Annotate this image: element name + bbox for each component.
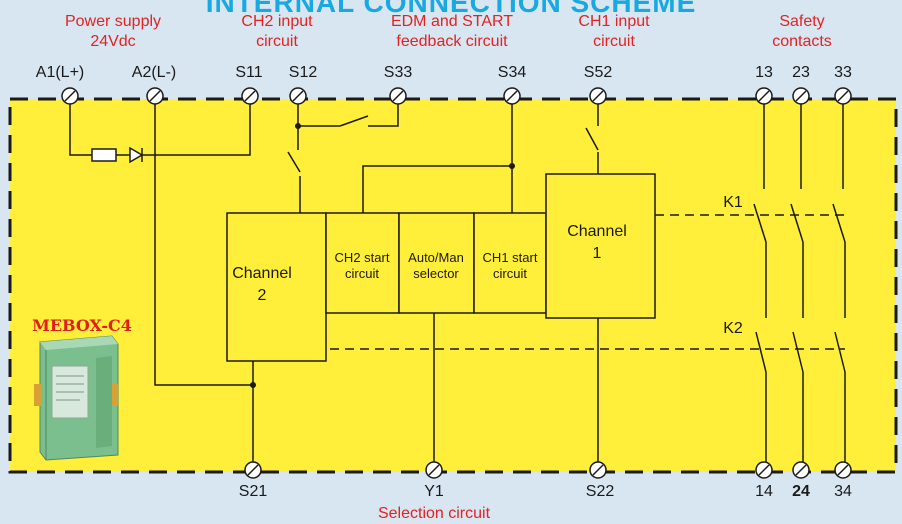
- top-terminal-screws: [61, 87, 852, 105]
- terminal-a2-label: A2(L-): [132, 64, 176, 81]
- banner-title: INTERNAL CONNECTION SCHEME: [206, 0, 697, 18]
- terminal-s52-label: S52: [584, 64, 613, 81]
- bottom-terminal-screws: [244, 461, 852, 479]
- circuit-blocks: Channel 2 CH2 start circuit Auto/Man sel…: [226, 173, 656, 362]
- terminal-23-label: 23: [792, 64, 810, 81]
- ch2-start-label-1: CH2 start: [335, 250, 390, 265]
- auto-man-label-2: selector: [413, 266, 459, 281]
- terminal-a1-label: A1(L+): [36, 64, 84, 81]
- power-label-1: Power supply: [65, 13, 161, 30]
- channel-1-block: [545, 173, 656, 319]
- ch2-start-label-2: circuit: [345, 266, 379, 281]
- terminal-s22-label: S22: [586, 483, 615, 500]
- terminal-s11-label: S11: [235, 64, 262, 81]
- terminal-13-label: 13: [755, 64, 773, 81]
- ch1-input-label-1: CH1 input: [578, 13, 650, 30]
- edm-label-2: feedback circuit: [396, 33, 508, 50]
- ch1-start-block: [473, 212, 547, 314]
- terminal-14-label: 14: [755, 483, 773, 500]
- terminal-s12-label: S12: [289, 64, 318, 81]
- terminal-24-label: 24: [792, 483, 810, 500]
- ch1-start-label-1: CH1 start: [483, 250, 538, 265]
- terminal-34-label: 34: [834, 483, 852, 500]
- channel-2-label-1: Channel: [232, 265, 292, 282]
- ch2-input-label-1: CH2 input: [241, 13, 313, 30]
- channel-1-label-1: Channel: [567, 223, 627, 240]
- top-group-labels: Power supply 24Vdc CH2 input circuit EDM…: [65, 13, 832, 50]
- terminal-33-label: 33: [834, 64, 852, 81]
- ch1-input-label-2: circuit: [593, 33, 635, 50]
- product-picture: [34, 335, 119, 461]
- product-label: MEBOX-C4: [32, 316, 132, 335]
- power-label-2: 24Vdc: [90, 33, 135, 50]
- relay-k2-label: K2: [723, 320, 743, 337]
- channel-1-label-2: 1: [593, 245, 602, 262]
- ch2-start-block: [325, 212, 400, 314]
- module-border: [8, 97, 898, 474]
- auto-man-label-1: Auto/Man: [408, 250, 464, 265]
- channel-2-block: [226, 212, 327, 362]
- top-terminal-labels: A1(L+) A2(L-) S11 S12 S33 S34 S52 13 23 …: [36, 64, 852, 81]
- terminal-s21-label: S21: [239, 483, 268, 500]
- terminal-y1-label: Y1: [424, 483, 444, 500]
- wires: [69, 96, 846, 466]
- selection-circuit-label: Selection circuit: [378, 505, 491, 522]
- relay-k1-label: K1: [723, 194, 743, 211]
- bottom-terminal-labels: S21 Y1 S22 14 24 34 Selection circuit: [239, 483, 852, 522]
- channel-2-label-2: 2: [258, 287, 267, 304]
- terminal-s34-label: S34: [498, 64, 527, 81]
- ch1-start-label-2: circuit: [493, 266, 527, 281]
- terminal-s33-label: S33: [384, 64, 413, 81]
- ch2-input-label-2: circuit: [256, 33, 298, 50]
- safety-label-1: Safety: [779, 13, 824, 30]
- edm-label-1: EDM and START: [391, 13, 513, 30]
- safety-label-2: contacts: [772, 33, 832, 50]
